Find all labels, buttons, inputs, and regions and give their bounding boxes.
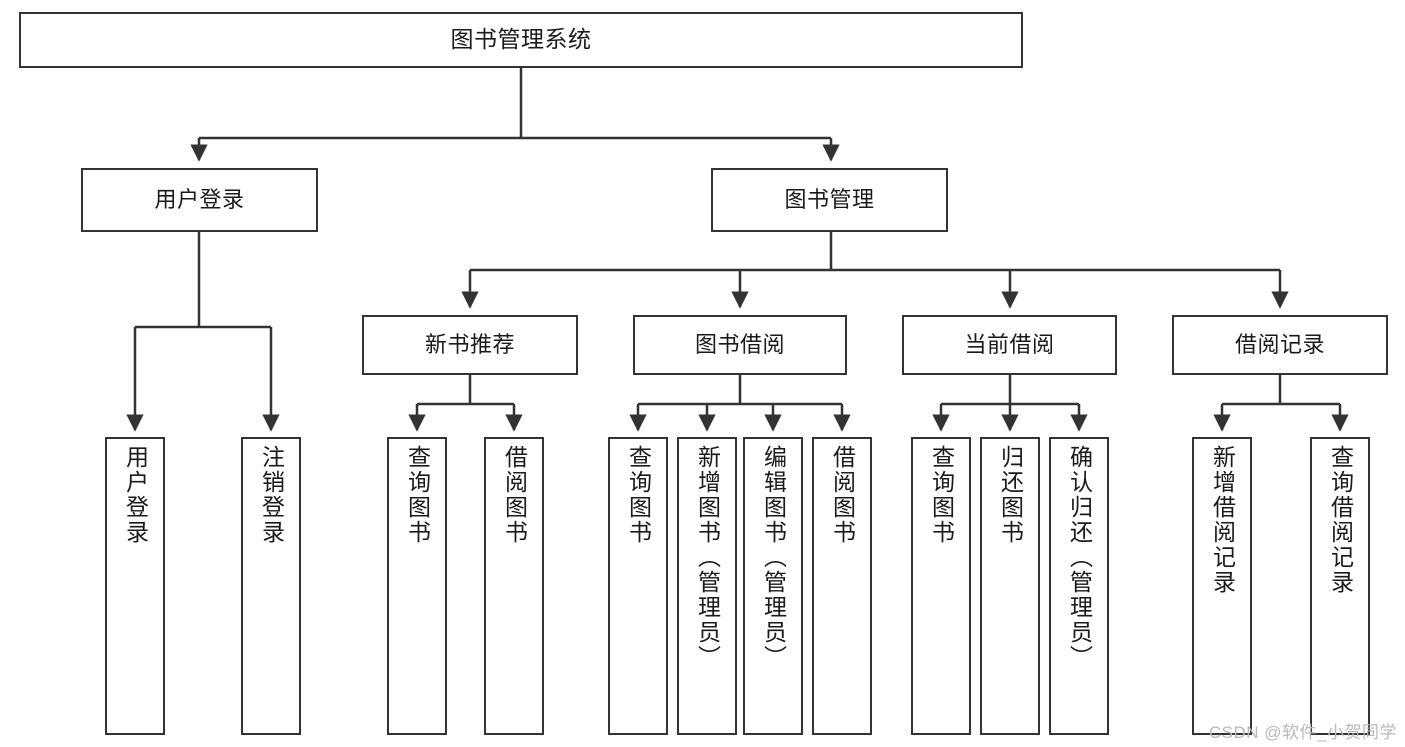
node-label: 图书管理系统: [450, 26, 592, 53]
leaf-recommend-query-book[interactable]: 查询图书: [387, 437, 447, 735]
node-root-system[interactable]: 图书管理系统: [19, 12, 1023, 68]
leaf-current-query-book[interactable]: 查询图书: [911, 437, 971, 735]
node-label: 新增图书（管理员）: [694, 445, 721, 670]
node-label: 确认归还（管理员）: [1066, 445, 1093, 670]
node-label: 归还图书: [997, 445, 1024, 545]
node-label: 查询图书: [928, 445, 955, 545]
node-label: 借阅记录: [1234, 332, 1325, 358]
node-borrow-record[interactable]: 借阅记录: [1172, 315, 1388, 375]
node-book-borrow[interactable]: 图书借阅: [633, 315, 847, 375]
leaf-current-confirm-return-admin[interactable]: 确认归还（管理员）: [1049, 437, 1109, 735]
leaf-record-add-record[interactable]: 新增借阅记录: [1192, 437, 1252, 735]
node-label: 编辑图书（管理员）: [760, 445, 787, 670]
node-label: 用户登录: [154, 187, 245, 213]
leaf-record-query-record[interactable]: 查询借阅记录: [1310, 437, 1370, 735]
node-label: 用户登录: [122, 445, 149, 545]
node-new-book-recommend[interactable]: 新书推荐: [362, 315, 578, 375]
node-label: 当前借阅: [964, 332, 1055, 358]
leaf-user-login[interactable]: 用户登录: [105, 437, 165, 735]
node-label: 借阅图书: [829, 445, 856, 545]
csdn-watermark: CSDN @软件_小贺同学: [1208, 723, 1397, 742]
node-label: 查询借阅记录: [1327, 445, 1354, 595]
leaf-borrow-add-book-admin[interactable]: 新增图书（管理员）: [677, 437, 737, 735]
leaf-borrow-borrow-book[interactable]: 借阅图书: [812, 437, 872, 735]
node-label: 新书推荐: [424, 332, 515, 358]
node-label: 注销登录: [258, 445, 285, 545]
leaf-borrow-query-book[interactable]: 查询图书: [608, 437, 668, 735]
node-label: 新增借阅记录: [1209, 445, 1236, 595]
node-book-management[interactable]: 图书管理: [711, 168, 948, 232]
node-label: 查询图书: [625, 445, 652, 545]
node-label: 图书借阅: [694, 332, 785, 358]
node-user-login[interactable]: 用户登录: [81, 168, 318, 232]
node-label: 查询图书: [404, 445, 431, 545]
leaf-borrow-edit-book-admin[interactable]: 编辑图书（管理员）: [743, 437, 803, 735]
leaf-user-logout[interactable]: 注销登录: [241, 437, 301, 735]
leaf-recommend-borrow-book[interactable]: 借阅图书: [484, 437, 544, 735]
leaf-current-return-book[interactable]: 归还图书: [980, 437, 1040, 735]
node-current-borrow[interactable]: 当前借阅: [902, 315, 1117, 375]
node-label: 图书管理: [784, 187, 875, 213]
node-label: 借阅图书: [501, 445, 528, 545]
